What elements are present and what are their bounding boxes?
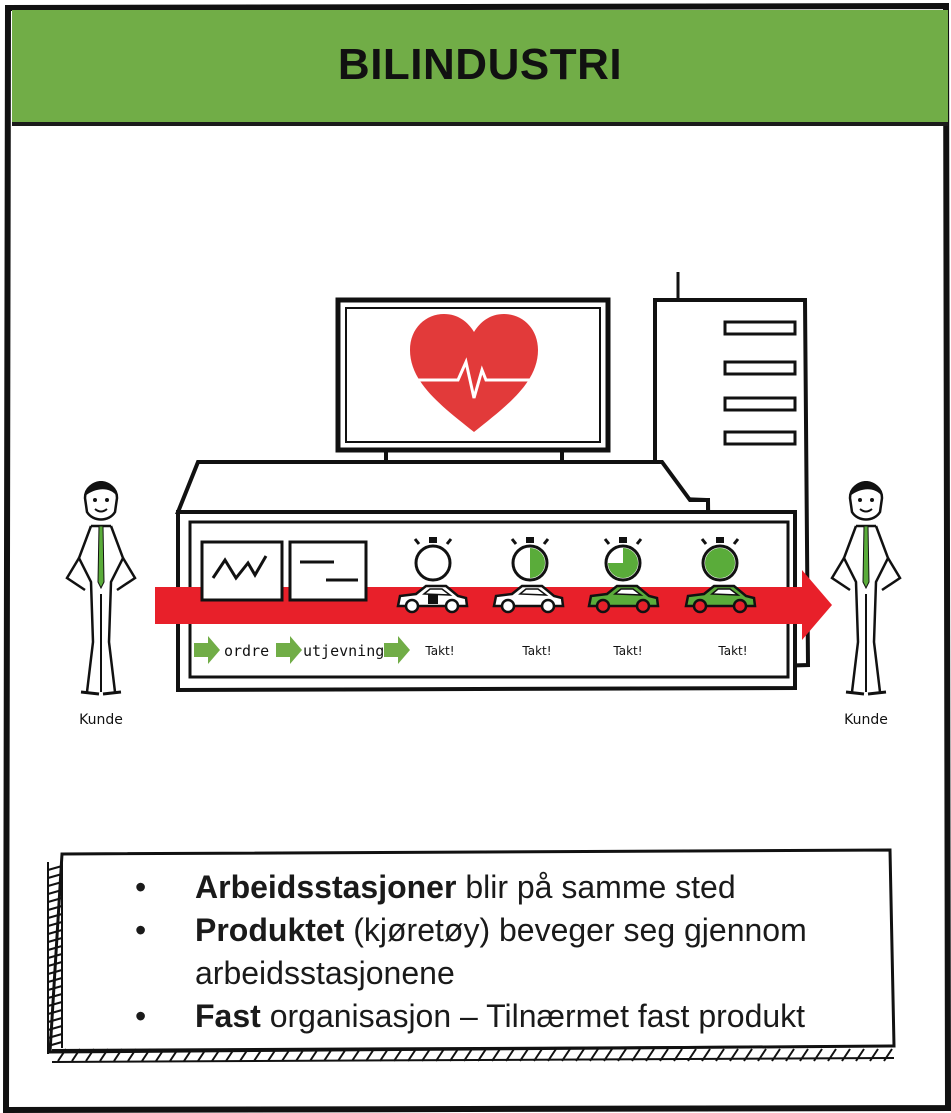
takt-label: Takt! [717, 644, 747, 658]
car-icon [396, 584, 469, 614]
customer-right-icon [830, 481, 902, 696]
takt-label: Takt! [424, 644, 454, 658]
stopwatch-icon [413, 537, 453, 582]
customer-right-label: Kunde [844, 712, 888, 728]
heart-monitor-screen [335, 297, 611, 462]
green-arrow-icon [276, 636, 302, 664]
takt-label: Takt! [612, 644, 642, 658]
green-arrow-icon [384, 636, 410, 664]
page-title: BILINDUSTRI [337, 40, 623, 89]
customer-left-label: Kunde [79, 712, 123, 728]
green-arrow-icon [194, 636, 220, 664]
car-icon [587, 584, 660, 614]
order-label: ordre [224, 642, 269, 660]
leveling-label: utjevning [303, 642, 384, 660]
bullet-item: Fast organisasjon – Tilnærmet fast produ… [130, 995, 890, 1038]
bullet-list: Arbeidsstasjoner blir på samme sted Prod… [130, 866, 890, 1038]
car-icon [492, 584, 565, 614]
car-icon [684, 584, 757, 614]
stopwatch-icon [603, 537, 643, 582]
takt-label: Takt! [521, 644, 551, 658]
heart-icon [410, 314, 538, 432]
customer-left-icon [65, 481, 137, 696]
title-banner: BILINDUSTRI [12, 10, 948, 126]
order-chart-icon [200, 540, 284, 602]
bullet-item: Produktet (kjøretøy) beveger seg gjennom… [130, 909, 890, 995]
bullet-item: Arbeidsstasjoner blir på samme sted [130, 866, 890, 909]
stopwatch-icon [700, 537, 740, 582]
stopwatch-icon [510, 537, 550, 582]
leveling-chart-icon [288, 540, 368, 602]
